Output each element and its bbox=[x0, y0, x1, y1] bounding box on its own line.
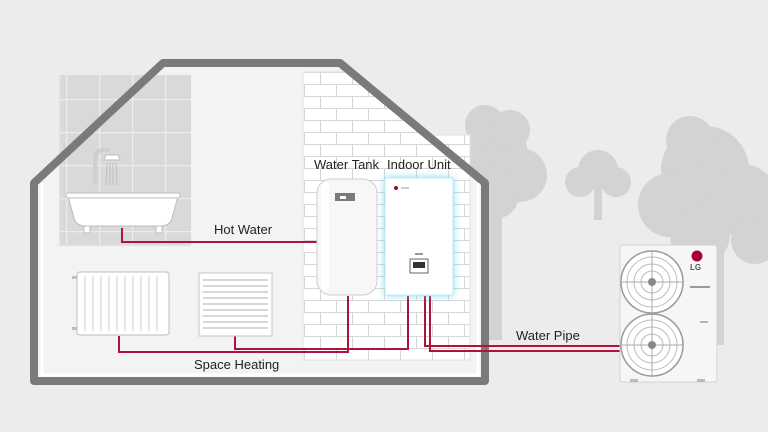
indoor-unit-label: Indoor Unit bbox=[387, 157, 451, 172]
hot-water-label: Hot Water bbox=[214, 222, 273, 237]
lg-logo-text: LG bbox=[690, 263, 702, 272]
bathtub bbox=[65, 148, 181, 234]
tree-2 bbox=[565, 150, 631, 220]
indoor-unit bbox=[384, 177, 454, 296]
space-heating-pipe-2 bbox=[234, 296, 409, 350]
water-tank bbox=[316, 178, 378, 296]
pipes bbox=[118, 228, 628, 353]
fan-coil-panel bbox=[198, 272, 273, 337]
water-pipe-ret bbox=[429, 296, 628, 352]
lg-logo-circle bbox=[691, 250, 703, 262]
fan-bottom bbox=[620, 313, 684, 377]
water-pipe-label: Water Pipe bbox=[516, 328, 580, 343]
radiator bbox=[72, 271, 170, 336]
water-tank-label: Water Tank bbox=[314, 157, 380, 172]
outdoor-unit bbox=[619, 244, 718, 383]
water-pipe-out bbox=[424, 296, 628, 347]
space-heating-label: Space Heating bbox=[194, 357, 280, 372]
house-outline bbox=[30, 59, 489, 385]
space-heating-pipe-1 bbox=[118, 296, 349, 353]
background-trees bbox=[444, 105, 768, 345]
fan-top bbox=[620, 250, 684, 314]
